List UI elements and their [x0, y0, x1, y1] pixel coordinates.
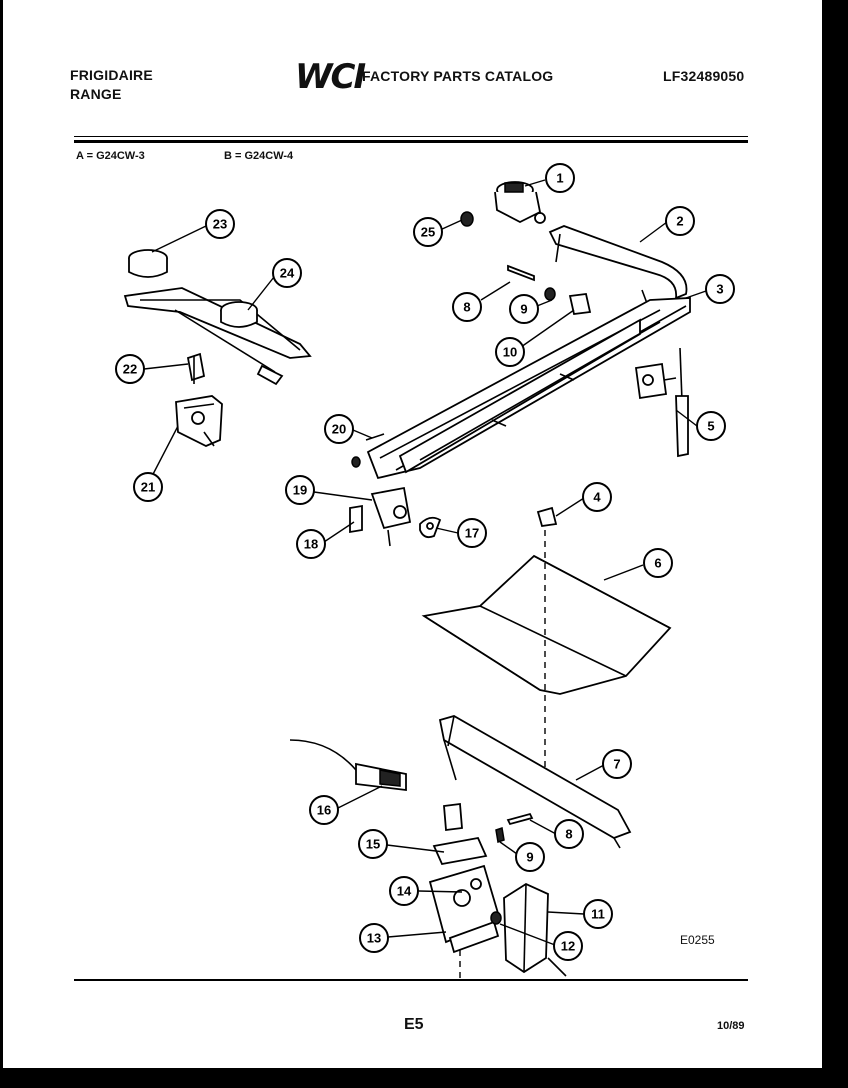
callout-23-label: 23: [213, 217, 227, 232]
callout-19-label: 19: [293, 483, 307, 498]
callout-23: 23: [205, 209, 235, 239]
callout-3-label: 3: [716, 282, 723, 297]
ignitor-switch-5: [634, 347, 689, 458]
callout-8-bottom-label: 8: [565, 827, 572, 842]
callout-14: 14: [389, 876, 419, 906]
callout-4-label: 4: [593, 490, 601, 505]
callout-13-label: 13: [367, 931, 381, 946]
revision-date: 10/89: [717, 1020, 745, 1032]
header-rule-thin: [74, 136, 748, 137]
callout-1-label: 1: [556, 171, 563, 186]
callout-5: 5: [696, 411, 726, 441]
page-number: E5: [404, 1016, 424, 1033]
callout-15-label: 15: [366, 837, 380, 852]
oven-orifice-15-8-9: [432, 802, 534, 866]
orifice-8-9-10: [507, 264, 592, 315]
callout-9-top-label: 9: [520, 302, 527, 317]
callout-22: 22: [115, 354, 145, 384]
callout-22-label: 22: [123, 362, 137, 377]
gas-manifold-pipe-2: [548, 225, 688, 307]
callout-3: 3: [705, 274, 735, 304]
callout-17: 17: [457, 518, 487, 548]
heat-deflector-6: [421, 530, 672, 780]
mounting-bracket-22: [186, 352, 206, 384]
header-rule-thick: [74, 140, 748, 143]
model-b: B = G24CW-4: [224, 150, 294, 162]
callout-6-label: 6: [654, 556, 661, 571]
brand-block: FRIGIDAIRE RANGE: [70, 66, 153, 104]
callout-2-label: 2: [676, 214, 683, 229]
callout-8-top-label: 8: [463, 300, 470, 315]
scan-border-left: [0, 0, 3, 1088]
callout-20: 20: [324, 414, 354, 444]
oven-burner-7: [438, 715, 632, 849]
callout-16: 16: [309, 795, 339, 825]
callout-18-label: 18: [304, 537, 318, 552]
callout-8-top: 8: [452, 292, 482, 322]
terminal-cover-11-12: [490, 882, 567, 977]
wci-logo: WCI: [295, 57, 366, 97]
callout-11-label: 11: [591, 907, 605, 922]
callout-12-label: 12: [561, 939, 575, 954]
callout-9-bottom: 9: [515, 842, 545, 872]
callout-7: 7: [602, 749, 632, 779]
callout-19: 19: [285, 475, 315, 505]
callout-9-bottom-label: 9: [526, 850, 533, 865]
callout-6: 6: [643, 548, 673, 578]
burner-holder-21: [175, 395, 223, 447]
drawing-id: E0255: [680, 933, 715, 947]
callout-8-bottom: 8: [554, 819, 584, 849]
callout-24: 24: [272, 258, 302, 288]
callout-12: 12: [553, 931, 583, 961]
leader-lines: [143, 179, 707, 946]
top-burner-assembly: [123, 249, 312, 386]
valve-bracket-13-14: [428, 864, 502, 978]
callout-10: 10: [495, 337, 525, 367]
callout-14-label: 14: [397, 884, 412, 899]
catalog-title: FACTORY PARTS CATALOG: [362, 68, 554, 84]
oven-valve-parts-17-20: [349, 433, 442, 547]
pressure-regulator-1: [494, 181, 546, 224]
callout-21: 21: [133, 472, 163, 502]
footer-rule: [74, 979, 748, 981]
callout-9-top: 9: [509, 294, 539, 324]
callout-21-label: 21: [141, 480, 155, 495]
callout-5-label: 5: [707, 419, 714, 434]
nut-25: [460, 211, 474, 227]
callout-13: 13: [359, 923, 389, 953]
callout-4: 4: [582, 482, 612, 512]
callout-15: 15: [358, 829, 388, 859]
oven-ignitor-16: [289, 739, 407, 792]
manifold-bracket-3: [366, 297, 691, 480]
callout-1: 1: [545, 163, 575, 193]
product-type: RANGE: [70, 86, 122, 102]
callout-16-label: 16: [317, 803, 331, 818]
callout-7-label: 7: [613, 757, 620, 772]
callout-25-label: 25: [421, 225, 435, 240]
callout-2: 2: [665, 206, 695, 236]
callout-11: 11: [583, 899, 613, 929]
callout-24-label: 24: [280, 266, 295, 281]
callout-17-label: 17: [465, 526, 479, 541]
scan-border-bottom: [0, 1068, 848, 1088]
callout-10-label: 10: [503, 345, 517, 360]
clip-4: [536, 506, 558, 528]
catalog-part-number: LF32489050: [663, 68, 745, 84]
brand-name: FRIGIDAIRE: [70, 67, 153, 83]
callout-20-label: 20: [332, 422, 346, 437]
callout-25: 25: [413, 217, 443, 247]
scan-border-right: [822, 0, 848, 1088]
model-a: A = G24CW-3: [76, 150, 145, 162]
callout-18: 18: [296, 529, 326, 559]
